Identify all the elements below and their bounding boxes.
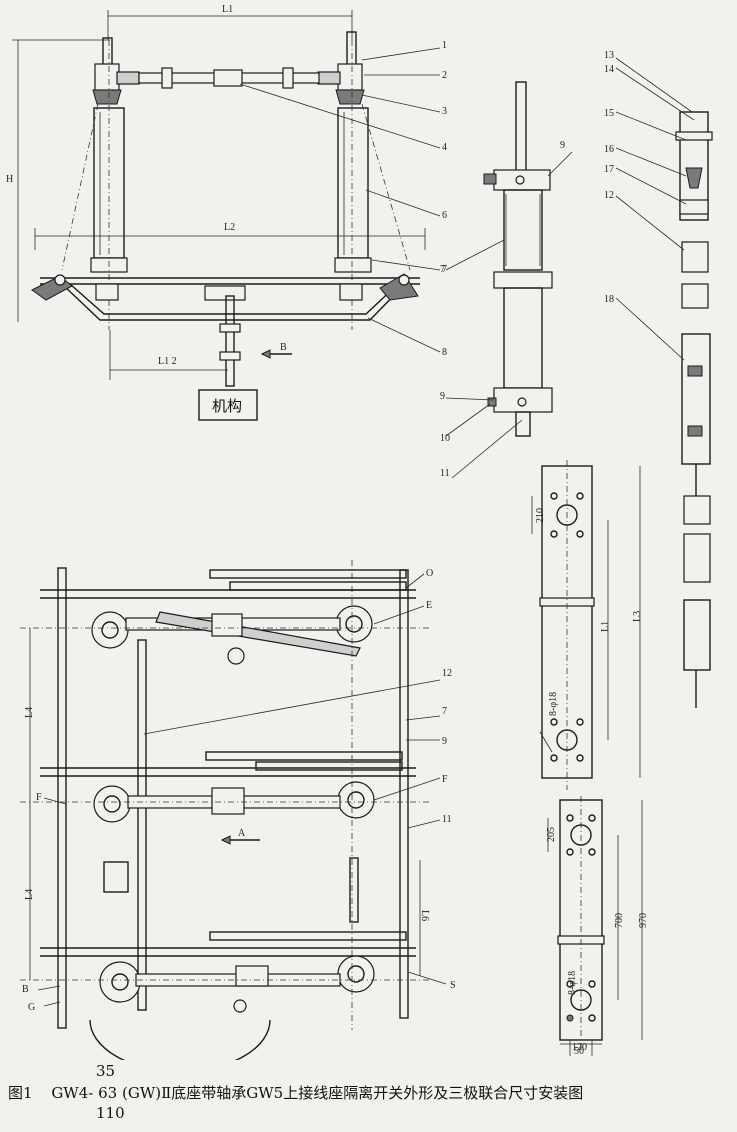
dim-L1-half: L1 2 xyxy=(158,356,177,367)
callout-10: 10 xyxy=(440,433,450,444)
callout-E: E xyxy=(426,600,432,611)
callout-7-shaft: 7 xyxy=(440,264,445,275)
caption-superscript: 35 xyxy=(96,1062,116,1080)
dim-700: 700 xyxy=(614,913,625,928)
callout-1: 1 xyxy=(442,40,447,51)
dim-50: 50 xyxy=(574,1046,584,1057)
callout-F-left: F xyxy=(36,792,42,803)
dim-L4-upper: L4 xyxy=(24,707,35,718)
callout-S: S xyxy=(450,980,456,991)
callout-11-plan: 11 xyxy=(442,814,452,825)
callout-15: 15 xyxy=(604,108,614,119)
callout-12-plan: 12 xyxy=(442,668,452,679)
figure-number: 图1 xyxy=(8,1084,33,1102)
upper-holes-label: 8-φ18 xyxy=(548,692,559,716)
caption-main-text: 63 (GW)Ⅱ底座带轴承GW5上接线座隔离开关外形及三极联合尺寸安装图 xyxy=(98,1084,584,1102)
callout-6: 6 xyxy=(442,210,447,221)
dim-H: H xyxy=(6,174,13,185)
caption-subscript: 110 xyxy=(96,1104,125,1122)
mounting-plate-upper: 210 L1 L3 8-φ18 xyxy=(531,460,643,790)
callout-12-right: 12 xyxy=(604,190,614,201)
lower-holes-label: 8-φ18 xyxy=(567,971,578,995)
mechanism-label: 机构 xyxy=(212,397,242,415)
callout-G: G xyxy=(28,1002,35,1013)
three-pole-plan-view: L4 L4 L6 A O E 12 7 9 F F 11 B G S xyxy=(20,560,456,1060)
callout-F-right: F xyxy=(442,774,448,785)
shaft-side-view: 9 7 9 10 11 xyxy=(440,81,573,479)
callout-16: 16 xyxy=(604,144,614,155)
callout-7: 7 xyxy=(442,264,447,275)
callout-3: 3 xyxy=(442,106,447,117)
dim-970: 970 xyxy=(638,913,649,928)
callout-11: 11 xyxy=(440,468,450,479)
callout-9-bottom: 9 xyxy=(440,391,445,402)
callout-7-plan: 7 xyxy=(442,706,447,717)
dim-120: 120 xyxy=(572,1042,587,1053)
callout-2: 2 xyxy=(442,70,447,81)
callout-17: 17 xyxy=(604,164,614,175)
callout-13: 13 xyxy=(604,50,614,61)
callout-9-top: 9 xyxy=(560,140,565,151)
dim-L1: L1 xyxy=(222,4,233,15)
callout-4: 4 xyxy=(442,142,447,153)
callout-14: 14 xyxy=(604,64,614,75)
view-arrow-B: B xyxy=(280,342,287,353)
dim-L2: L2 xyxy=(224,222,235,233)
technical-drawing: L1 H L2 xyxy=(6,4,713,1060)
callout-O: O xyxy=(426,568,433,579)
callout-B-plan: B xyxy=(22,984,29,995)
callout-18: 18 xyxy=(604,294,614,305)
dim-plate-L1: L1 xyxy=(600,621,611,632)
dim-plate-L3: L3 xyxy=(632,611,643,622)
view-arrow-A: A xyxy=(238,828,246,839)
coupling-assembly-view: 13 14 15 16 17 12 18 xyxy=(604,50,713,708)
dim-210: 210 xyxy=(535,508,546,523)
mounting-plate-lower: 205 700 970 8-φ18 50 xyxy=(546,796,649,1057)
dim-205: 205 xyxy=(546,827,557,842)
caption-model-prefix: GW4- xyxy=(51,1084,94,1102)
front-elevation-view: L1 H L2 xyxy=(6,4,447,421)
dim-L4-lower: L4 xyxy=(24,889,35,900)
callout-8: 8 xyxy=(442,347,447,358)
dim-L6: L6 xyxy=(419,910,430,921)
callout-9-plan: 9 xyxy=(442,736,447,747)
